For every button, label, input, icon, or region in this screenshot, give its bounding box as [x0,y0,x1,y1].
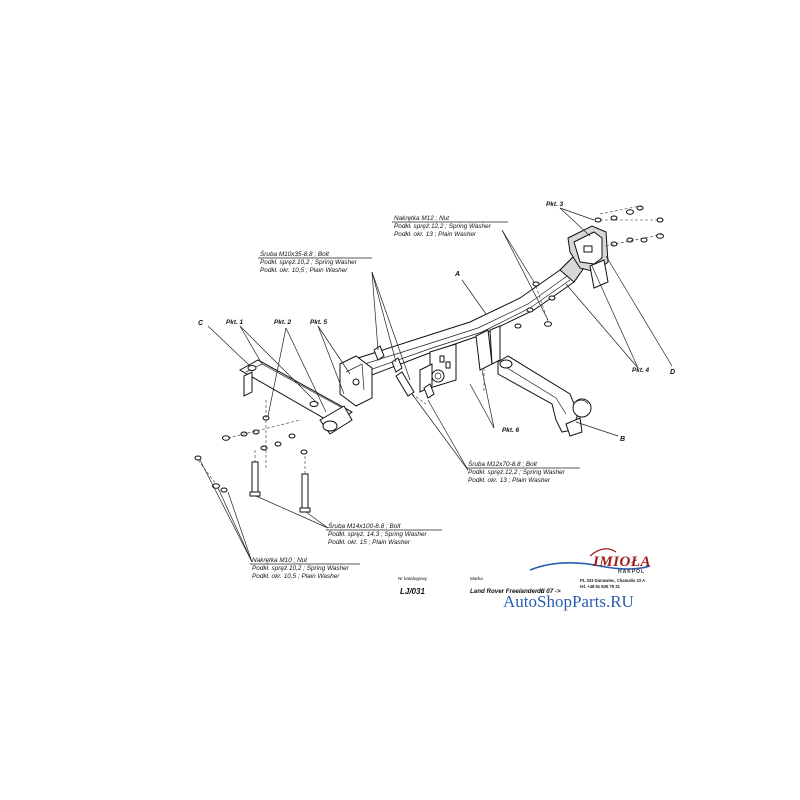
label-pkt5: Pkt. 5 [310,319,327,326]
label-d: D [670,369,675,376]
left-washer-row [194,400,308,493]
label-a: A [454,271,460,278]
m14x100-bolts [249,450,311,513]
callout-nut-m10: Nakrętka M10 ; Nut Podkł. spręż.10,2 ; S… [250,557,360,580]
catalog-no-label: Nr katalogowy [398,576,428,581]
callout-bolt-m14x100: Śruba M14x100-8.8 ; Bolt Podkł. spręż. 1… [326,521,442,546]
logo-arc-icon [589,548,617,557]
m10x35-bolts [373,345,403,373]
m12x70-bolts [395,371,435,405]
label-pkt3: Pkt. 3 [546,201,563,208]
callout-text: Nakrętka M10 ; Nut [252,557,307,564]
callout-text: Podkł. spręż.12,2 ; Spring Washer [394,223,492,230]
right-side-bracket [567,225,609,289]
tow-ball-neck-b [497,355,592,437]
logo-phone: tel. +48 61 835 75 31 [580,584,621,589]
logo-brand: IMIOŁA [592,554,651,570]
callout-text: Podkł. okr. 10,5 ; Plain Washer [252,573,340,580]
callout-text: Śruba M12x70-8.8 ; Bolt [468,459,537,468]
production-from: od 07 -> [537,588,561,595]
callout-text: Podkł. spręż. 14,3 ; Spring Washer [328,531,428,538]
label-pkt1: Pkt. 1 [226,319,243,326]
callout-text: Nakrętka M12 ; Nut [394,215,449,222]
centre-mounting-tabs [475,325,501,392]
socket-plate [419,343,457,393]
label-pkt2: Pkt. 2 [274,319,291,326]
label-c: C [198,320,204,327]
label-b: B [620,436,625,443]
pkt3-fasteners [594,205,665,247]
title-block: Nr katalogowy LJ/031 Marka Land Rover Fr… [398,576,561,596]
callout-bolt-m12x70: Śruba M12x70-8.8 ; Bolt Podkł. spręż.12,… [466,459,580,484]
callout-nut-m12: Nakrętka M12 ; Nut Podkł. spręż.12,2 ; S… [392,215,508,238]
make-label: Marka [470,576,483,581]
label-pkt6: Pkt. 6 [502,427,519,434]
callout-text: Podkł. okr. 15 ; Plain Washer [328,539,411,546]
label-pkt4: Pkt. 4 [632,367,649,374]
callout-text: Podkł. okr. 13 ; Plain Washer [394,231,477,238]
catalog-no: LJ/031 [400,587,425,596]
logo-address: PL 333 Dunowiec, Chamalis 23 A [580,578,645,583]
imiola-logo: IMIOŁA HAKPOL PL 333 Dunowiec, Chamalis … [529,548,651,589]
vehicle-model: Land Rover Freelander II [470,588,543,595]
logo-sub: HAKPOL [618,569,645,575]
callout-text: Podkł. spręż.10,2 ; Spring Washer [252,565,350,572]
callout-text: Podkł. spręż.12,2 ; Spring Washer [468,469,566,476]
callout-bolt-m10x35: Śruba M10x35-8.8 ; Bolt Podkł. spręż.10,… [258,249,372,274]
callout-text: Śruba M14x100-8.8 ; Bolt [328,521,401,530]
callout-text: Podkł. okr. 13 ; Plain Washer [468,477,551,484]
logo-swoosh-icon [529,562,651,571]
watermark: AutoShopParts.RU [503,592,634,611]
callout-text: Podkł. okr. 10,5 ; Plain Washer [260,267,348,274]
callout-text: Śruba M10x35-8.8 ; Bolt [260,249,329,258]
callout-text: Podkł. spręż.10,2 ; Spring Washer [260,259,358,266]
leader-lines [199,207,673,563]
